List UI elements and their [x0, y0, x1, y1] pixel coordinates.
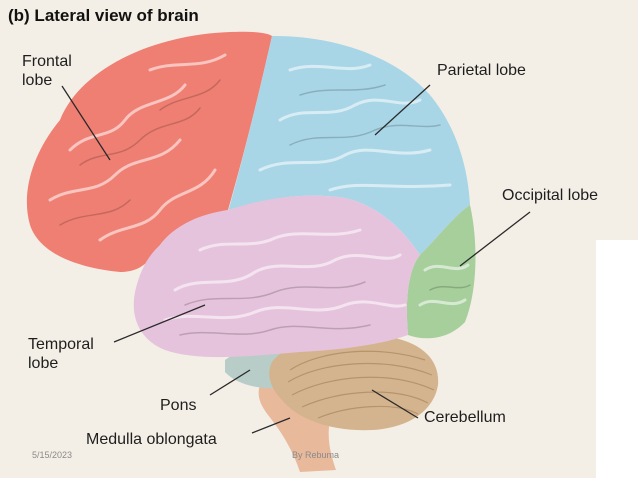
pons-label: Pons — [160, 397, 197, 414]
parietal-lobe-label: Parietal lobe — [437, 62, 526, 79]
frontal-label-line1: Frontal — [22, 53, 72, 70]
occipital-lobe-label: Occipital lobe — [502, 187, 599, 204]
medulla-leader-line — [251, 417, 291, 434]
cerebellum-leader-line — [371, 389, 419, 419]
frontal-lobe-region — [26, 31, 272, 273]
footer-date: 5/15/2023 — [32, 450, 73, 460]
temporal-label-line1: Temporal — [28, 336, 94, 353]
frontal-label-line2: lobe — [22, 72, 53, 89]
occipital-leader-line — [459, 211, 531, 267]
footer-author: By Rebuma — [292, 450, 340, 460]
temporal-leader-line — [113, 304, 206, 343]
frontal-leader-line — [61, 85, 111, 161]
white-margin-block — [596, 240, 638, 478]
cerebellum-region — [269, 335, 439, 431]
gyri-highlights — [48, 53, 470, 322]
occipital-lobe-region — [406, 205, 476, 339]
cerebellum-folds — [287, 350, 435, 419]
pons-leader-line — [209, 369, 251, 396]
parietal-leader-line — [374, 84, 431, 136]
frontal-lobe-label: Frontal lobe — [22, 52, 72, 90]
temporal-label-line2: lobe — [28, 355, 59, 372]
sulci-shadows — [59, 79, 471, 336]
parietal-lobe-region — [228, 35, 470, 256]
medulla-oblongata-label: Medulla oblongata — [86, 431, 217, 448]
cerebellum-label: Cerebellum — [424, 409, 506, 426]
temporal-lobe-label: Temporal lobe — [28, 335, 94, 373]
diagram-title: (b) Lateral view of brain — [8, 6, 199, 25]
leader-lines — [61, 84, 531, 434]
